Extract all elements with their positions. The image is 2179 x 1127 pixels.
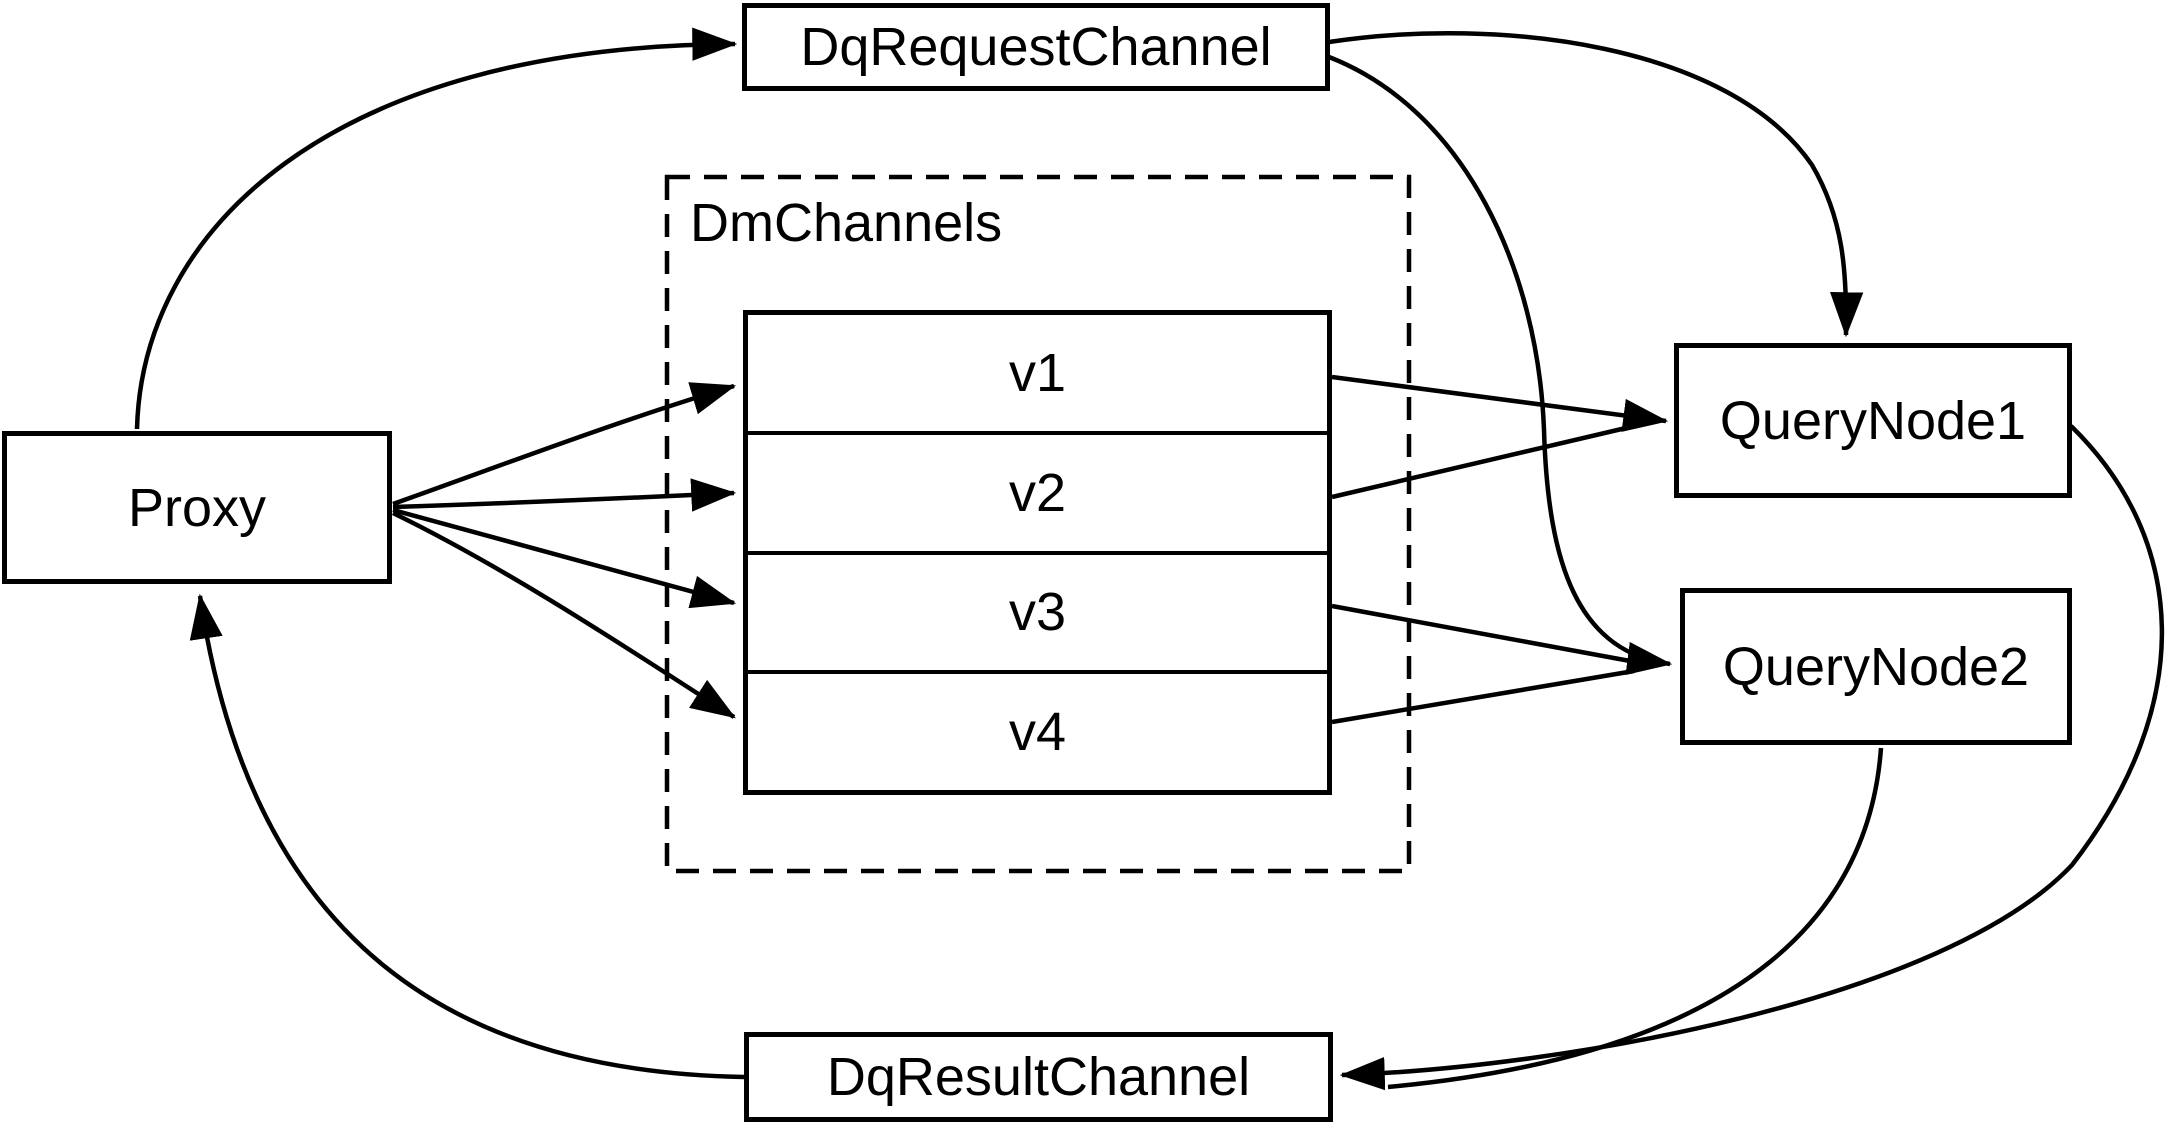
node-proxy-label: Proxy (127, 477, 267, 538)
channel-row-v4-label: v4 (1008, 702, 1067, 763)
channel-row-v3: v3 (748, 550, 1327, 671)
node-query-node1-label: QueryNode1 (1719, 390, 2027, 451)
node-dq-result-channel: DqResultChannel (744, 1032, 1333, 1122)
edge-dq-request-channel-to-query-node2 (1328, 54, 1673, 675)
channel-row-v2: v2 (748, 430, 1327, 551)
node-proxy: Proxy (2, 431, 392, 584)
edge-v2-to-query-node1 (1331, 425, 1627, 500)
edge-dq-result-channel-to-proxy (189, 593, 745, 1080)
channel-row-v4: v4 (748, 670, 1327, 790)
edge-proxy-to-dq-request-channel (134, 27, 738, 430)
edge-v3-to-query-node2 (1331, 603, 1631, 664)
channel-row-v1-label: v1 (1008, 342, 1067, 403)
node-query-node2: QueryNode2 (1680, 588, 2072, 745)
dm-channels-group-border (664, 174, 1412, 874)
dm-channels-group-label: DmChannels (690, 193, 1003, 253)
channel-row-v2-label: v2 (1008, 462, 1067, 523)
node-dm-channel-stack: v1 v2 v3 v4 (743, 310, 1332, 795)
edge-proxy-to-v2 (392, 478, 737, 512)
edge-query-node2-to-dq-result-channel (1387, 747, 1884, 1090)
edge-v1-to-query-node1 (1331, 374, 1669, 432)
channel-row-v3-label: v3 (1008, 582, 1067, 643)
edge-dq-request-channel-to-query-node1 (1328, 30, 1864, 338)
edge-v4-to-query-node2 (1331, 668, 1635, 725)
node-query-node1: QueryNode1 (1674, 343, 2072, 498)
edge-proxy-to-v1 (392, 382, 737, 507)
node-query-node2-label: QueryNode2 (1722, 636, 2030, 697)
edge-proxy-to-v4 (392, 510, 736, 719)
edge-query-node1-to-dq-result-channel (1339, 424, 2165, 1091)
node-dq-request-channel: DqRequestChannel (742, 3, 1330, 91)
node-dq-result-channel-label: DqResultChannel (826, 1047, 1251, 1107)
edge-proxy-to-v3 (392, 507, 737, 609)
node-dq-request-channel-label: DqRequestChannel (800, 17, 1272, 77)
channel-row-v1: v1 (748, 315, 1327, 431)
